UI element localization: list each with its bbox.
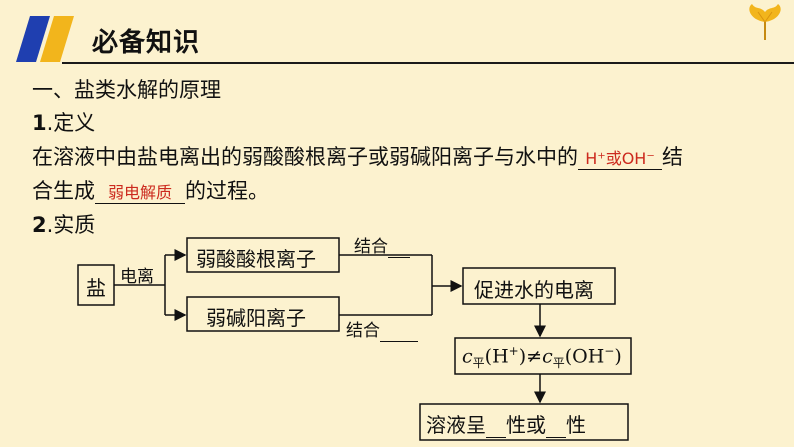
combine-bottom-blank (380, 321, 418, 342)
result-blank-2 (546, 413, 566, 438)
formula-neq: )≠ (518, 345, 543, 368)
definition-text-end: 结 (662, 145, 683, 169)
page-title: 必备知识 (92, 28, 201, 58)
formula-oh: (OH (564, 345, 605, 368)
base-cation-label: 弱碱阳离子 (206, 306, 306, 330)
combine-top-blank (388, 237, 410, 258)
header-divider (62, 62, 794, 64)
salt-label: 盐 (86, 276, 106, 300)
formula-c-2: c (542, 345, 553, 368)
definition-text-2: 合生成 (32, 179, 95, 203)
formula-sub-1: 平 (472, 356, 485, 371)
formula-h: (H (484, 345, 509, 368)
formula-c-1: c (462, 345, 473, 368)
combine-top-label: 结合 (354, 232, 410, 258)
formula-minus: − (604, 344, 615, 358)
ginkgo-leaf-icon (749, 4, 781, 40)
essence-title-number: 2 (32, 213, 47, 237)
result-text-3: 性 (566, 413, 586, 437)
definition-line-2: 合生成弱电解质的过程。 (32, 175, 269, 205)
section-logo-icon (16, 16, 74, 62)
result-text-1: 溶液呈 (426, 413, 486, 437)
section-heading: 一、盐类水解的原理 (32, 78, 221, 102)
answer-blank-2: 弱电解质 (95, 179, 185, 204)
combine-top-text: 结合 (354, 237, 388, 257)
definition-title: 1.定义 (32, 107, 95, 137)
answer-blank-1: H⁺或OH⁻ (578, 145, 662, 170)
essence-title: 2.实质 (32, 209, 95, 239)
result-blank-1 (486, 413, 506, 438)
ionize-label: 电离 (120, 267, 154, 287)
combine-bottom-label: 结合 (346, 316, 418, 342)
combine-bottom-text: 结合 (346, 321, 380, 341)
formula-sub-2: 平 (552, 356, 565, 371)
concentration-formula: c平(H+)≠c平(OH−) (462, 344, 622, 371)
acid-anion-label: 弱酸酸根离子 (196, 247, 316, 271)
definition-text: 在溶液中由盐电离出的弱酸酸根离子或弱碱阳离子与水中的 (32, 145, 578, 169)
formula-close: ) (614, 345, 622, 368)
definition-title-text: .定义 (46, 111, 96, 135)
result-label: 溶液呈 性或 性 (426, 409, 586, 438)
definition-title-number: 1 (32, 111, 47, 135)
essence-title-text: .实质 (46, 213, 96, 237)
formula-plus: + (508, 344, 519, 358)
promote-label: 促进水的电离 (474, 278, 594, 302)
result-text-2: 性或 (506, 413, 546, 437)
definition-text-2-end: 的过程。 (185, 179, 269, 203)
